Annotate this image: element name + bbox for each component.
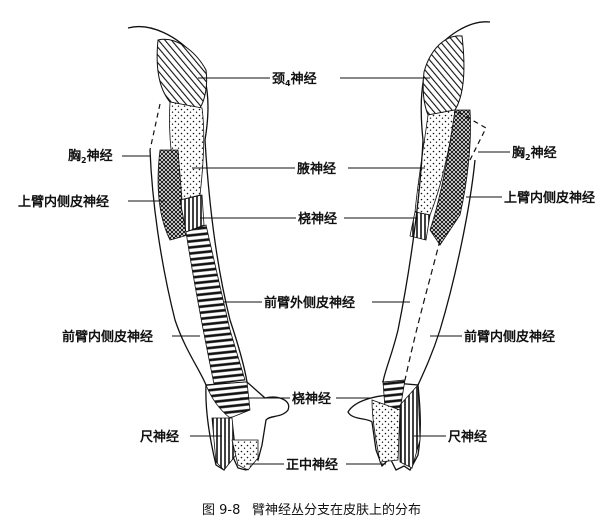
label-radial-upper: 桡神经 (298, 211, 337, 227)
label-medial-forearm-left: 前臂内侧皮神经 (62, 329, 153, 345)
left-median-hand-region (231, 439, 259, 471)
right-c4-region (422, 35, 465, 116)
left-arm-outline-medial (149, 149, 207, 386)
left-radial-hand-region (205, 381, 251, 419)
right-arm-outline-lateral (382, 139, 424, 383)
label-medial-forearm-right: 前臂内侧皮神经 (464, 329, 555, 345)
label-radial-lower: 桡神经 (292, 391, 331, 407)
right-radial-upper-region (409, 211, 431, 241)
right-arm (347, 21, 491, 471)
leader-lines (122, 77, 510, 465)
left-c4-region (156, 38, 208, 109)
label-c4: 颈4神经 (272, 71, 317, 88)
label-upper-medial-left: 上臂内侧皮神经 (18, 194, 109, 210)
label-t2-right: 胸2神经 (512, 145, 557, 162)
right-t2-boundary (457, 111, 487, 161)
label-ulnar-right: 尺神经 (448, 429, 487, 445)
label-t2-left: 胸2神经 (68, 148, 113, 165)
left-arm-outline-lateral (204, 139, 248, 383)
right-arm-outline-medial (417, 159, 476, 386)
caption-number: 图 9-8 (202, 503, 240, 518)
left-radial-upper-region (179, 194, 205, 233)
right-medial-forearm-boundary (404, 239, 441, 381)
left-t2-boundary (149, 103, 161, 151)
label-upper-medial-right: 上臂内侧皮神经 (504, 190, 595, 206)
right-upper-medial-region (429, 109, 471, 246)
right-ulnar-hand-region (399, 383, 421, 469)
left-lateral-forearm-region (185, 224, 246, 385)
label-axillary: 腋神经 (297, 161, 336, 177)
left-ulnar-hand-region (211, 417, 237, 471)
right-median-hand-region (371, 399, 401, 463)
left-arm (127, 26, 290, 471)
label-ulnar-left: 尺神经 (140, 429, 179, 445)
label-median: 正中神经 (286, 457, 338, 473)
label-lateral-forearm: 前臂外侧皮神经 (264, 295, 355, 311)
caption-title: 臂神经丛分支在皮肤上的分布 (252, 502, 421, 518)
